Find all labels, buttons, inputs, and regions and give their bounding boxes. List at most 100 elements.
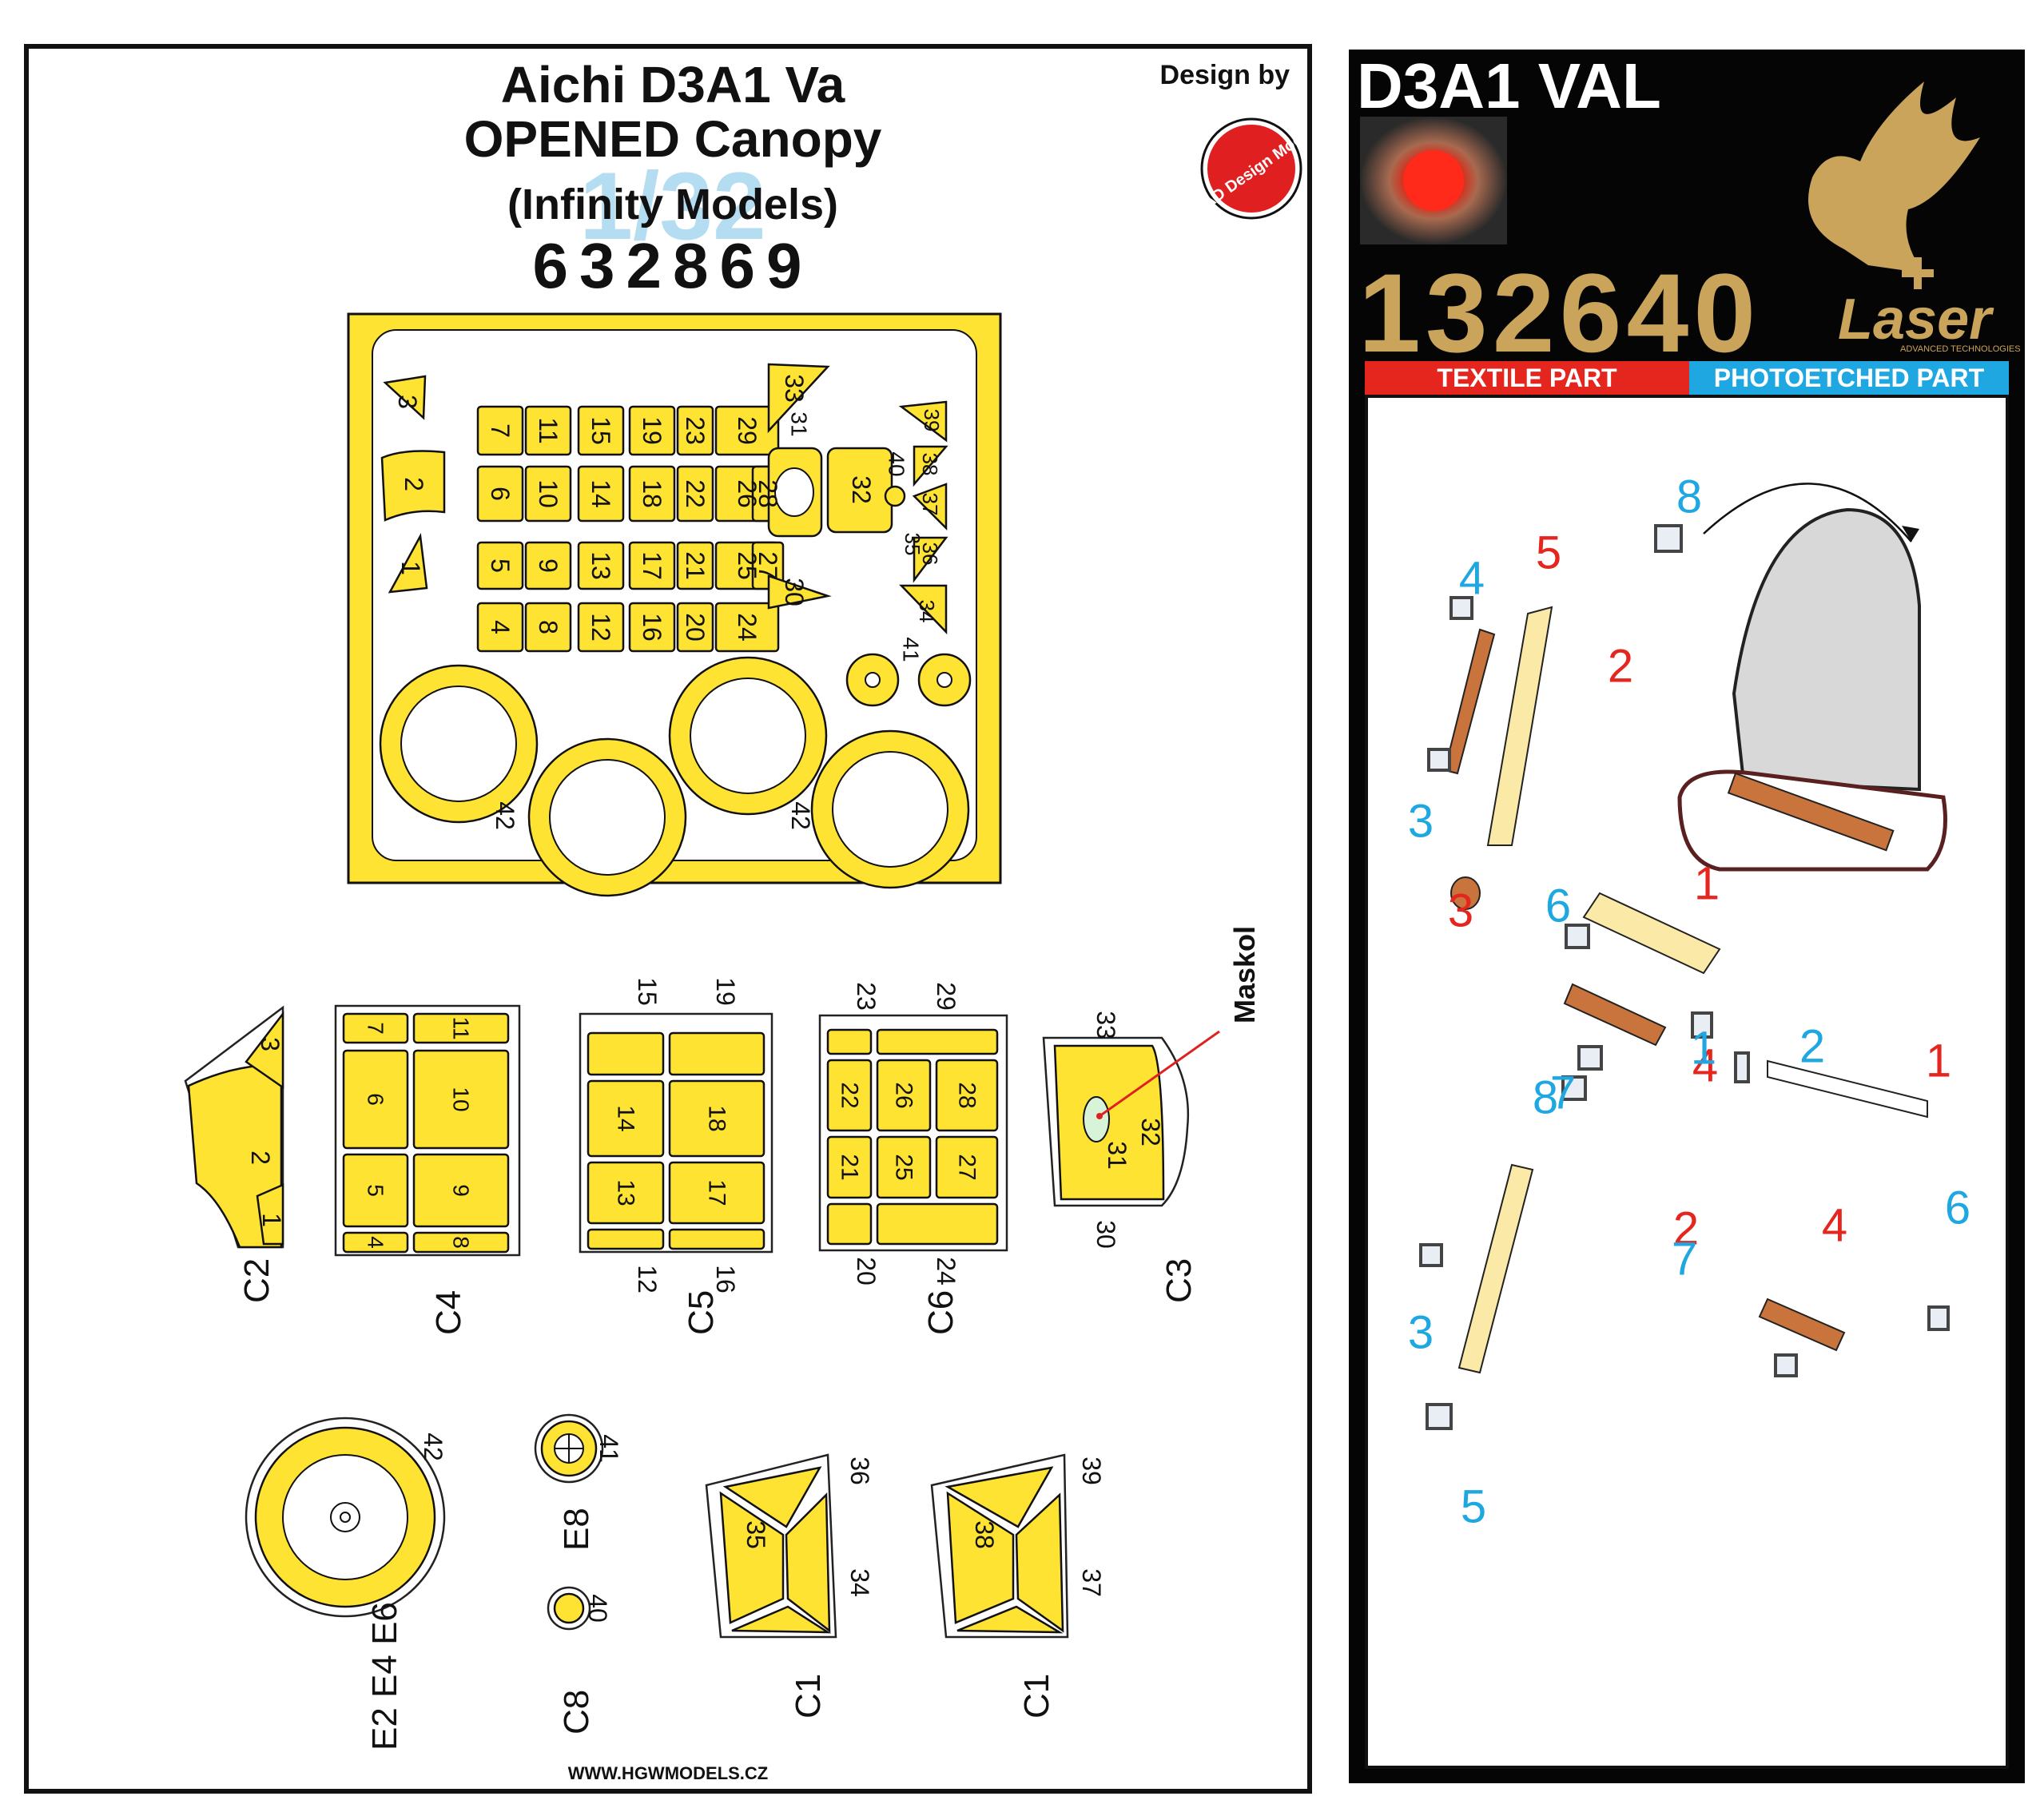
right-title: D3A1 VAL (1357, 50, 1661, 121)
mask-piece (412, 1049, 510, 1150)
label-c1-left: C1 (789, 1674, 828, 1719)
part-number: 7 (1550, 1067, 1576, 1119)
part-number: 35 (901, 533, 925, 556)
part-number: 29 (932, 982, 960, 1011)
mask-piece (577, 405, 625, 456)
mask-piece (524, 541, 572, 590)
part-number: 19 (711, 977, 740, 1006)
mask-piece (587, 1031, 665, 1076)
part-number: 4 (1822, 1200, 1847, 1252)
label-e8: E8 (557, 1508, 596, 1551)
mask-piece (676, 465, 714, 523)
right-code: 132640 (1358, 250, 1760, 376)
website: WWW.HGWMODELS.CZ (567, 1763, 769, 1783)
mask-piece (587, 1228, 665, 1250)
part-number: 13 (613, 1179, 639, 1206)
design-by: Design by (1159, 60, 1290, 90)
label-c1-right: C1 (1017, 1674, 1056, 1719)
part-number: 6 (364, 1093, 388, 1106)
part-number: 26 (891, 1082, 917, 1108)
header-art: 132640 Laser ADVANCED TECHNOLOGIES (1358, 81, 2021, 376)
part-number: 40 (583, 1594, 612, 1623)
mask-piece (342, 1012, 409, 1044)
part-number: 21 (681, 551, 710, 580)
part-number: 33 (1092, 1011, 1120, 1039)
part-number: 27 (954, 1154, 980, 1180)
shoulder-strap-upper (1486, 606, 1553, 846)
part-number: 42 (786, 801, 815, 830)
part-number: 42 (419, 1433, 447, 1461)
mask-piece (476, 465, 524, 523)
buckle-6 (1565, 924, 1590, 949)
buckle-1 (1691, 1011, 1713, 1039)
part-number: 6 (1545, 880, 1571, 932)
part-number: 9 (449, 1184, 474, 1197)
brand-sub: ADVANCED TECHNOLOGIES (1900, 344, 2021, 354)
product-code: 632869 (532, 230, 813, 301)
part-number: 4 (1459, 553, 1485, 605)
mask-piece (342, 1049, 409, 1150)
photoetched-part-tab: PHOTOETCHED PART (1689, 361, 2009, 395)
mask-piece (628, 602, 676, 653)
part-number: 11 (449, 1016, 474, 1039)
part-number: 1 (1694, 858, 1720, 910)
mask-piece (412, 1231, 510, 1254)
part-number: 39 (1077, 1456, 1106, 1485)
part-number: 37 (1077, 1568, 1106, 1597)
part-number: 32 (847, 475, 876, 504)
part-number: 5 (1461, 1481, 1486, 1533)
part-number: 13 (587, 551, 615, 580)
part-number: 16 (638, 613, 666, 642)
brand-logo: Laser (1838, 288, 1994, 352)
part-number: 5 (486, 558, 515, 573)
part-number: 1 (396, 561, 425, 575)
part-number: 3 (1408, 796, 1434, 848)
part-number: 14 (613, 1105, 639, 1131)
part-number: 12 (633, 1265, 662, 1293)
part-number: 42 (491, 801, 519, 830)
label-c5: C5 (682, 1290, 721, 1335)
part-number: 8 (449, 1236, 474, 1249)
mask-piece (876, 1202, 999, 1246)
mask-piece (826, 1028, 873, 1055)
mask-piece (577, 541, 625, 590)
mask-piece (668, 1079, 766, 1158)
textile-part-tab: TEXTILE PART (1365, 361, 1689, 395)
part-number: 12 (587, 613, 615, 642)
part-number: 20 (852, 1257, 881, 1286)
mask-piece (668, 1228, 766, 1250)
part-number: 16 (711, 1265, 740, 1293)
mask-piece (524, 465, 572, 523)
part-number: 8 (1676, 471, 1702, 523)
mask-piece (342, 1231, 409, 1254)
seat-back (1732, 507, 1921, 792)
mask-piece (628, 541, 676, 590)
mask-piece (676, 405, 714, 456)
part-number: 10 (449, 1087, 474, 1111)
part-number: 3 (1408, 1307, 1434, 1359)
mask-piece (935, 1059, 999, 1132)
part-number: 4 (1692, 1040, 1718, 1092)
part-number: 30 (1092, 1220, 1120, 1249)
part-number: 7 (486, 423, 515, 438)
part-number: 17 (638, 551, 666, 580)
mask-piece (587, 1079, 665, 1158)
buckle-3 (1427, 748, 1451, 772)
mask-piece (714, 405, 780, 456)
part-number: 1 (257, 1213, 286, 1227)
part-number: 2 (1608, 641, 1633, 693)
mask-piece (577, 465, 625, 523)
lap-strap-1 (1582, 892, 1721, 975)
buckle-6b (1927, 1305, 1950, 1331)
part-number: 2 (246, 1150, 275, 1165)
part-number: 5 (1536, 527, 1561, 579)
buckle-7 (1561, 1075, 1587, 1101)
label-c6: C6 (921, 1290, 960, 1335)
buckle-5 (1426, 1403, 1453, 1430)
part-number: 33 (780, 374, 809, 403)
dead-design-logo: DEAD Design Models (1182, 117, 1307, 225)
part-number: 7 (1672, 1234, 1697, 1286)
scale-watermark: 1/32 (579, 153, 766, 260)
part-number: 15 (633, 977, 662, 1006)
